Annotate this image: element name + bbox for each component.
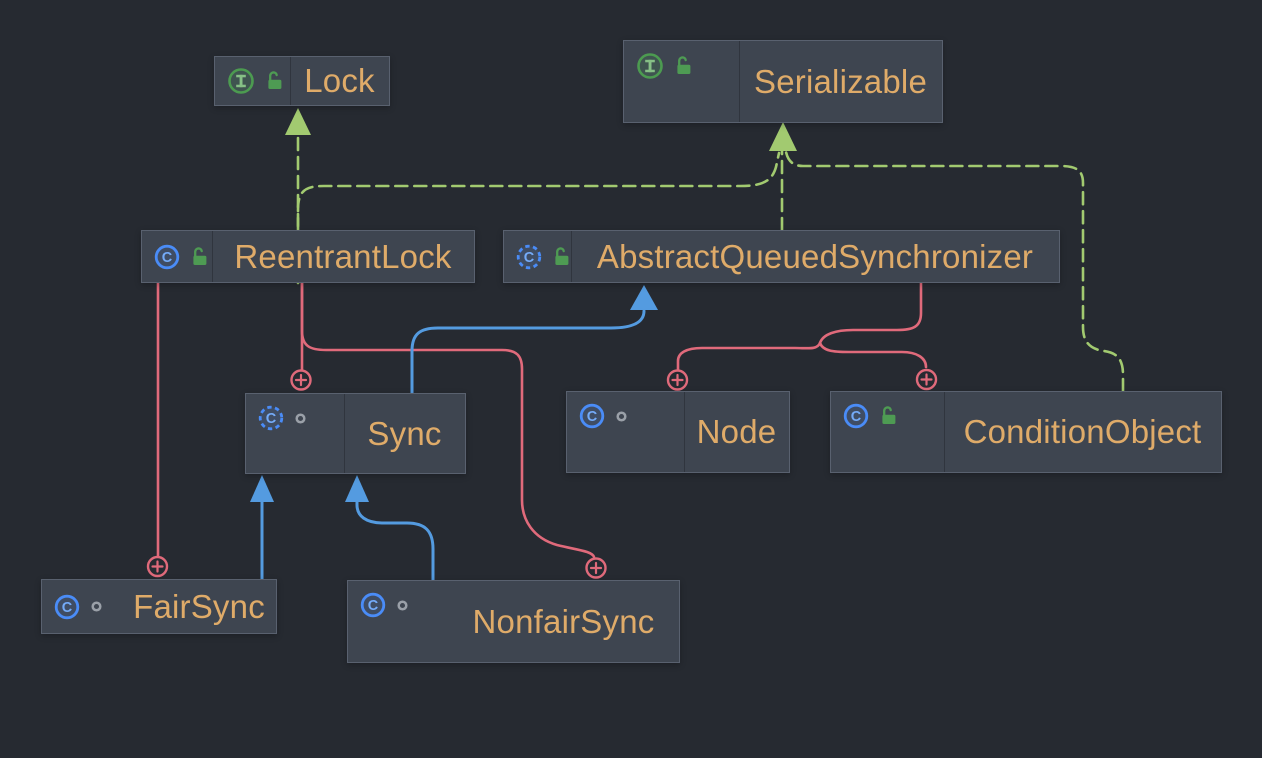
package-private-icon — [294, 412, 307, 425]
svg-text:C: C — [524, 250, 535, 266]
class-icon: C — [578, 402, 606, 430]
interface-icon — [226, 66, 256, 96]
class-name-label: Node — [696, 413, 777, 450]
node-icons: C — [53, 593, 103, 621]
node-icons: C — [578, 402, 628, 430]
svg-text:C: C — [162, 250, 173, 266]
node-column-divider — [344, 394, 345, 473]
class-name-label: AbstractQueuedSynchronizer — [596, 237, 1034, 275]
edge-reentrantlock-serializable[interactable] — [296, 151, 781, 232]
inheritance-arrowhead — [345, 475, 369, 502]
edge-abstractqueuedsynchronizer-serializable[interactable] — [769, 122, 797, 232]
class-icon: C — [53, 593, 81, 621]
class-icon: C — [359, 591, 387, 619]
realization-arrowhead — [285, 108, 311, 135]
svg-text:C: C — [587, 409, 598, 425]
node-icons: C — [153, 243, 210, 271]
interface-node-lock[interactable]: Lock — [214, 56, 390, 106]
realization-line[interactable] — [296, 151, 781, 232]
class-name-label: Sync — [367, 414, 442, 452]
class-node-reentrantlock[interactable]: C ReentrantLock — [141, 230, 475, 283]
realization-line[interactable] — [784, 150, 1125, 393]
abstract-class-node-sync[interactable]: C Sync — [245, 393, 466, 474]
node-column-divider — [944, 392, 945, 472]
class-node-fairsync[interactable]: C FairSync — [41, 579, 277, 634]
node-column-divider — [739, 41, 740, 122]
open-lock-icon — [879, 405, 899, 427]
node-icons: C — [359, 591, 409, 619]
abstract-class-node-abstractqueuedsynchronizer[interactable]: C AbstractQueuedSynchronizer — [503, 230, 1060, 283]
class-name-label: ReentrantLock — [234, 237, 452, 275]
class-name-label: Serializable — [754, 62, 927, 100]
inner-class-line[interactable] — [300, 281, 596, 559]
class-icon: C — [153, 243, 181, 271]
inheritance-line[interactable] — [410, 309, 646, 395]
svg-text:C: C — [851, 409, 862, 425]
edge-nonfairsync-sync[interactable] — [345, 475, 435, 582]
inheritance-arrowhead — [250, 475, 274, 502]
svg-text:C: C — [368, 598, 379, 614]
edge-abstractqueuedsynchronizer-conditionobject[interactable] — [818, 341, 938, 391]
svg-text:C: C — [62, 600, 73, 616]
class-name-label: NonfairSync — [472, 602, 655, 640]
node-column-divider — [684, 392, 685, 472]
abstract-class-icon: C — [257, 404, 285, 432]
node-icons: C — [842, 402, 899, 430]
class-name-label: ConditionObject — [963, 413, 1202, 450]
edge-conditionobject-serializable[interactable] — [784, 150, 1125, 393]
inheritance-arrowhead — [630, 285, 658, 310]
open-lock-icon — [552, 246, 572, 268]
node-icons — [226, 66, 285, 96]
class-node-nonfairsync[interactable]: C NonfairSync — [347, 580, 680, 663]
edge-reentrantlock-fairsync[interactable] — [146, 281, 169, 578]
package-private-icon — [396, 599, 409, 612]
node-column-divider — [571, 231, 572, 282]
node-icons: C — [515, 243, 572, 271]
node-icons — [635, 51, 694, 81]
edge-sync-abstractqueuedsynchronizer[interactable] — [410, 285, 658, 395]
node-column-divider — [212, 231, 213, 282]
open-lock-icon — [190, 246, 210, 268]
edge-abstractqueuedsynchronizer-node[interactable] — [666, 281, 923, 391]
class-icon: C — [842, 402, 870, 430]
open-lock-icon — [265, 70, 285, 92]
inheritance-line[interactable] — [355, 500, 435, 582]
class-node-conditionobject[interactable]: C ConditionObject — [830, 391, 1222, 473]
abstract-class-icon: C — [515, 243, 543, 271]
svg-text:C: C — [266, 411, 277, 427]
class-name-label: FairSync — [133, 587, 265, 625]
package-private-icon — [90, 600, 103, 613]
inner-class-line[interactable] — [676, 281, 923, 372]
edge-fairsync-sync[interactable] — [250, 475, 274, 581]
package-private-icon — [615, 410, 628, 423]
edge-reentrantlock-nonfairsync[interactable] — [300, 281, 607, 579]
interface-node-serializable[interactable]: Serializable — [623, 40, 943, 123]
interface-icon — [635, 51, 665, 81]
realization-arrowhead — [769, 122, 797, 151]
class-node-node[interactable]: C Node — [566, 391, 790, 473]
open-lock-icon — [674, 55, 694, 77]
node-icons: C — [257, 404, 307, 432]
inner-class-line[interactable] — [818, 341, 928, 369]
class-name-label: Lock — [304, 62, 375, 99]
node-column-divider — [290, 57, 291, 105]
